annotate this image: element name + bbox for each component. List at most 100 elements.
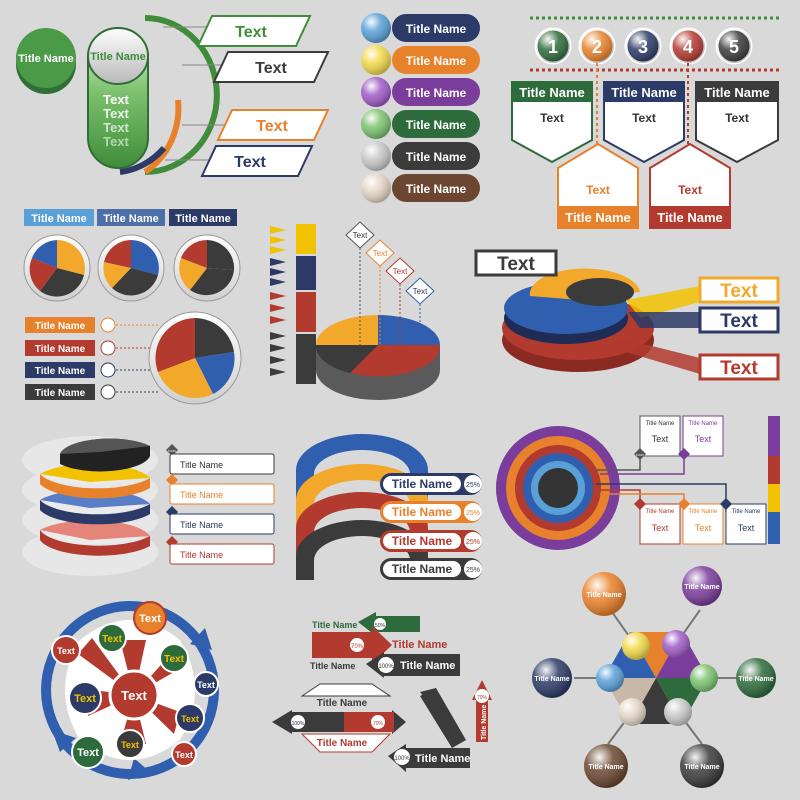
donut-header-1 [24,209,94,226]
arrow-percent-4: 100% [292,721,305,727]
green-stack-text-1: Text [103,92,129,107]
shield-navy: Title Name Text [603,81,685,164]
green-stack-cap [87,27,149,85]
stacked-pie-labels: Icon Title Name Title Name Title Name Ti… [166,444,275,565]
color-bar-stack [270,224,316,384]
pie3d-slice-dark [315,345,378,373]
arch-label-2: Title Name [392,505,453,519]
house-title-2: Title Name [657,210,723,225]
exploded-dark-slice [566,278,634,306]
hub-title-1: Title Name [586,592,621,599]
arrow-percent-3: 100% [378,664,394,670]
icon-diamond-label: Icon [168,448,176,453]
green-disc-front [16,28,76,88]
green-disc-group: Title Name [16,28,76,94]
exploded-label-4: Text [720,358,758,379]
stacked-label-3: Title Name [180,520,223,530]
orb-pill-orange: Title Name [361,45,480,75]
arch-percent-2: 25% [466,510,480,517]
orb-gloss [361,109,391,139]
stacked-label-1: Title Name [180,460,223,470]
exploded-label-box-2 [698,276,780,304]
arrow-title-1: Title Name [312,620,357,630]
cycle-node-8: Text [121,740,139,750]
pie3d-group: Text Text Text Text [270,221,441,400]
bracket-arc-green [144,15,220,175]
arrow-percent-5: 70% [373,721,384,727]
text-box-orange-label: Text [256,118,288,135]
stack-layer-orange [40,474,150,499]
arrow-title-3: Title Name [400,660,455,672]
step-3: 3 [624,27,662,65]
orb-pill-green: Title Name [361,109,480,139]
exploded-connector-yellow [626,286,700,318]
step-5: 5 [715,27,753,65]
text-box-dark-label: Text [255,60,287,77]
orb-gloss [361,45,391,75]
arrow-double-red [344,712,394,732]
cycle-arrowhead [128,758,150,780]
arrow-diagonal-head [420,688,436,704]
green-disc-title: Title Name [18,53,73,65]
arrow-title-2: Title Name [392,639,447,651]
hub-group: Title Name Title Name Title Name Title N… [532,566,776,788]
cycle-node-10: Text [175,750,193,760]
ring-top-text-1: Text [652,434,669,444]
text-box-dark [212,51,330,83]
cycle-group: Text Text Text Text Text Text Text Text … [41,601,219,780]
exploded-label-box-3 [698,306,780,334]
arch-label-3: Title Name [392,534,453,548]
small-pie-2 [97,234,165,302]
house-text-2: Text [678,183,702,197]
legend-label-1: Title Name [35,321,86,332]
pie3d-tag-4: Text [413,287,428,296]
pill-label-2: Title Name [406,54,467,68]
step-4: 4 [669,27,707,65]
shield-text-2: Text [632,111,656,125]
pill-label-6: Title Name [406,182,467,196]
green-stack-title: Title Name [90,51,145,63]
ring-bottom-title-2: Title Name [689,509,718,515]
pie3d-tag-2: Text [373,249,388,258]
ring-bottom-title-3: Title Name [732,509,761,515]
arrow-title-6: Title Name [317,738,368,749]
donut-header-label-1: Title Name [31,213,86,225]
donut-header-label-3: Title Name [175,213,230,225]
house-text-1: Text [586,183,610,197]
donut-legend: Title Name Title Name Title Name Title N… [25,317,158,400]
bracket-arc-orange [143,99,182,175]
ring-top-title-2: Title Name [689,421,718,427]
text-box-navy [200,145,314,177]
orb-gloss [361,141,391,171]
green-stack-text-2: Text [103,106,129,121]
orb-pill-list: Title Name Title Name Title Name Title N… [361,13,480,203]
exploded-label-box-4 [698,353,780,381]
hub-title-3: Title Name [534,676,569,683]
pie3d-slice-blue [378,315,440,345]
arrow-title-5: Title Name [317,698,368,709]
exploded-label-2: Text [720,281,758,302]
cycle-center-label: Text [121,688,147,703]
legend-label-4: Title Name [35,388,86,399]
pill-label-5: Title Name [406,150,467,164]
step-number-3: 3 [638,37,648,57]
green-stack-group: Title Name Text Text Text Text [87,15,220,175]
pie3d-tag-3: Text [393,267,408,276]
donut-header-label-2: Title Name [103,213,158,225]
pill-body [392,14,480,42]
arch-labels: Title Name 25% Title Name 25% Title Name… [380,473,482,580]
text-box-orange [216,109,330,141]
arrow-percent-6: 100% [394,756,410,762]
pill-label-4: Title Name [406,118,467,132]
pill-body [392,78,480,106]
arrows-group: Title Name 50% 70% Title Name 100% Title… [272,612,492,772]
slanted-text-boxes: Text Text Text Text [163,15,330,177]
stacked-label-2: Title Name [180,490,223,500]
orb-gloss [361,173,391,203]
legend-label-3: Title Name [35,366,86,377]
cycle-node-4: Text [57,646,75,656]
shield-title-3: Title Name [704,85,770,100]
arrow-percent-7: 70% [477,695,488,701]
